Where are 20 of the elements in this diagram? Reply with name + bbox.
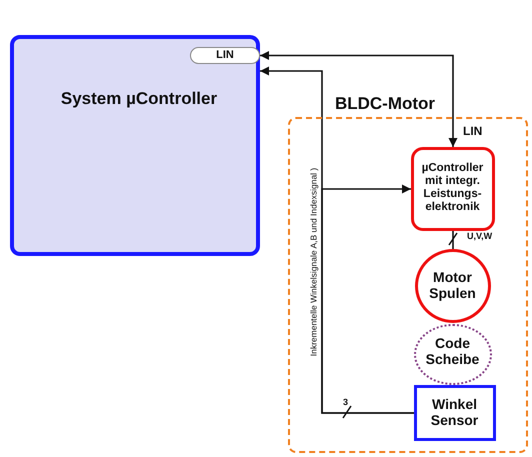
process-box	[410, 146, 494, 230]
arrow	[260, 51, 458, 147]
group-heading: BLDC-Motor	[334, 94, 436, 114]
node-label: Motor Spulen	[428, 268, 477, 301]
sensor-box	[414, 384, 496, 440]
bus-width-mark	[342, 406, 352, 418]
bus-width-label: 3	[343, 397, 348, 407]
bus-width-mark	[448, 232, 458, 246]
node-label: µController mit integr. Leistungs-elektronik	[420, 162, 484, 214]
connector-line	[452, 231, 454, 249]
edge-label: U,V,W	[466, 231, 494, 241]
node-label: Code Scheibe	[424, 334, 480, 367]
node-label: System µController	[60, 89, 218, 109]
system-box	[10, 35, 260, 256]
port-label	[190, 47, 260, 64]
arrow	[321, 184, 414, 414]
signal-label: Inkrementelle Winkelsignale A,B und Indexsignal )	[308, 168, 318, 356]
node-label: LIN	[215, 49, 235, 62]
edge-label: LIN	[462, 124, 484, 138]
node-label: Winkel Sensor	[430, 396, 480, 428]
